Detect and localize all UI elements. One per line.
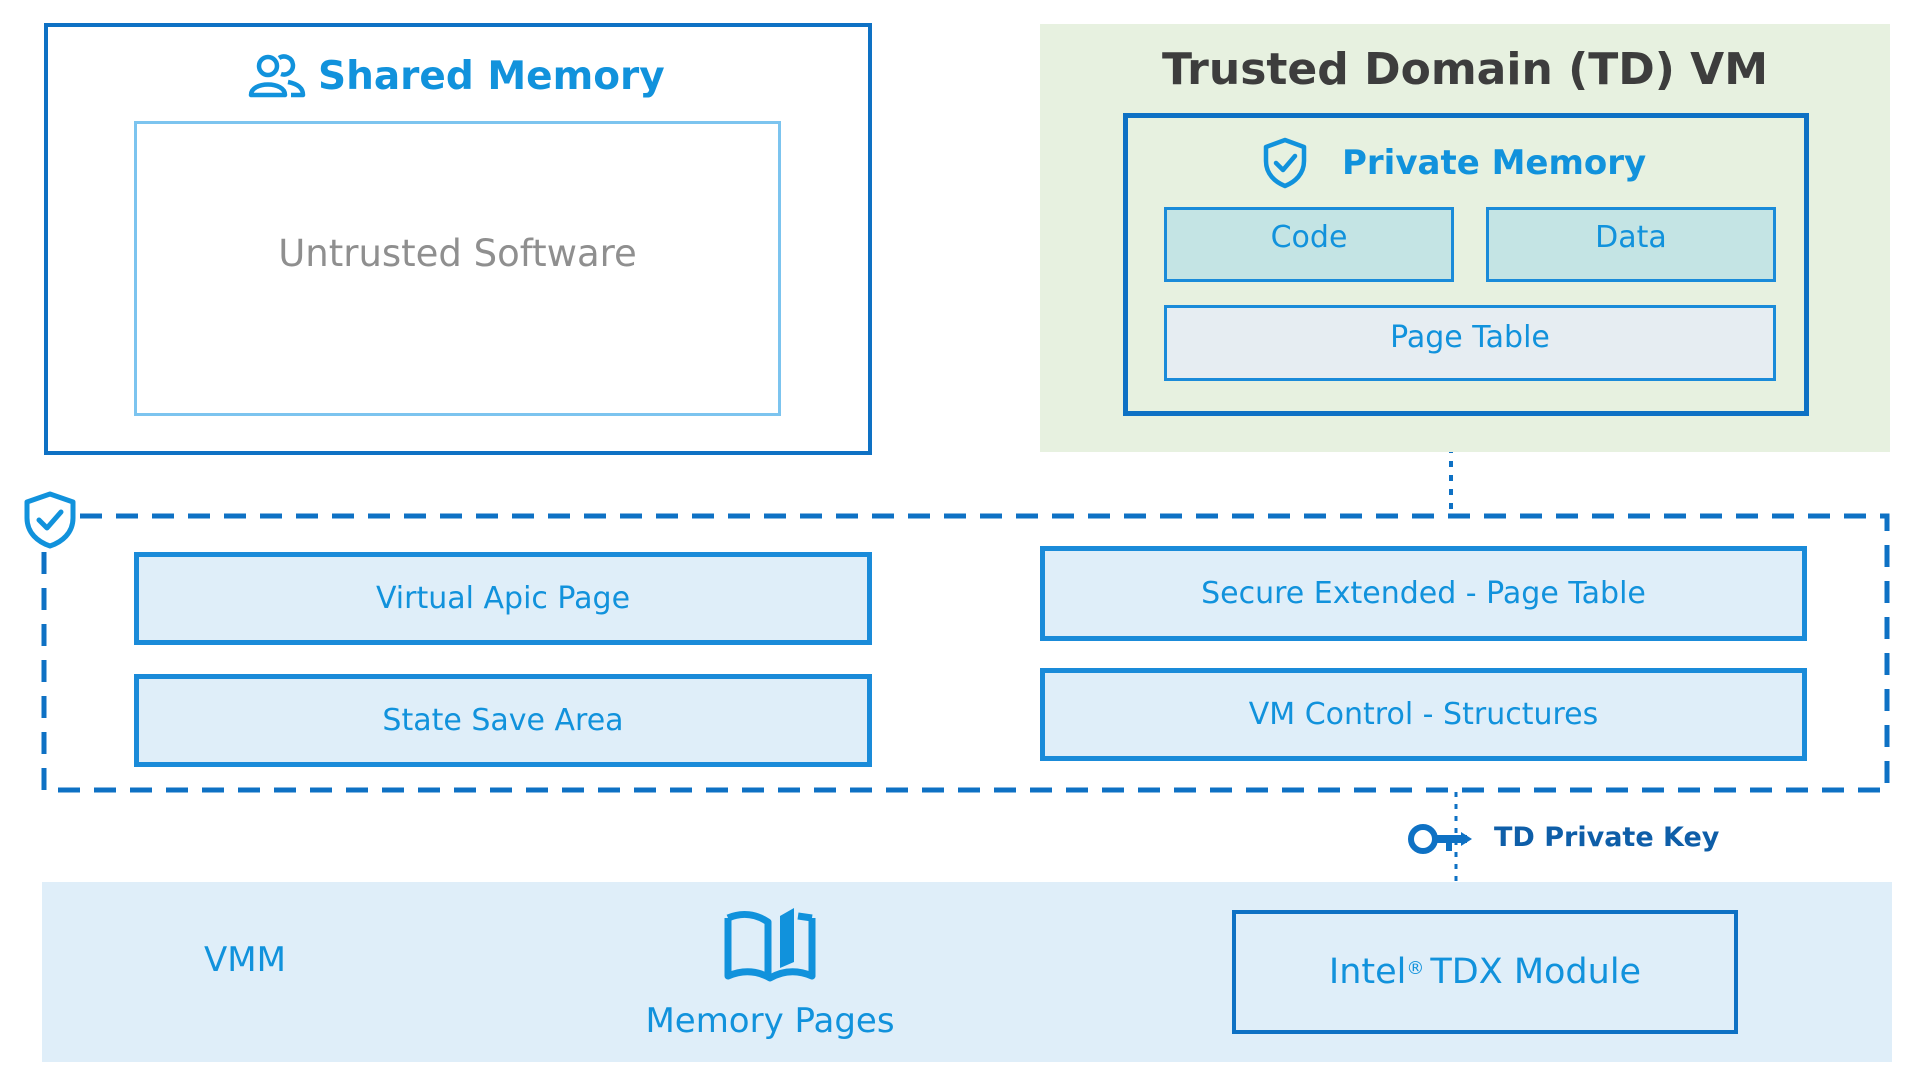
users-icon xyxy=(248,53,306,99)
tdx-module-suffix: TDX Module xyxy=(1430,952,1642,992)
registered-mark: ® xyxy=(1406,957,1425,979)
private-memory-title-text: Private Memory xyxy=(1342,143,1647,183)
td-private-key-label: TD Private Key xyxy=(1494,822,1720,853)
page-table-cell: Page Table xyxy=(1164,305,1776,381)
memory-pages-label: Memory Pages xyxy=(645,1001,895,1041)
state-save-area-label: State Save Area xyxy=(382,703,624,738)
virtual-apic-page-box: Virtual Apic Page xyxy=(134,552,872,645)
shared-memory-title: Shared Memory xyxy=(248,50,665,102)
state-save-area-box: State Save Area xyxy=(134,674,872,767)
shield-check-icon xyxy=(22,490,78,550)
secure-region-border xyxy=(41,513,1890,793)
vm-control-structures-label: VM Control - Structures xyxy=(1248,697,1599,732)
shared-memory-title-text: Shared Memory xyxy=(318,53,665,99)
data-cell-label: Data xyxy=(1595,220,1667,255)
secure-ept-box: Secure Extended - Page Table xyxy=(1040,546,1807,641)
vmm-label: VMM xyxy=(204,940,286,980)
private-memory-title: Private Memory xyxy=(1262,137,1646,189)
page-table-cell-label: Page Table xyxy=(1390,320,1550,355)
open-book-icon xyxy=(722,906,818,988)
virtual-apic-page-label: Virtual Apic Page xyxy=(375,581,631,616)
secure-ept-label: Secure Extended - Page Table xyxy=(1201,576,1646,611)
code-cell: Code xyxy=(1164,207,1454,282)
tdx-module-box: Intel®TDX Module xyxy=(1232,910,1738,1034)
tdx-module-name: Intel xyxy=(1328,952,1407,992)
untrusted-software-label: Untrusted Software xyxy=(278,232,637,275)
key-icon xyxy=(1406,820,1476,858)
untrusted-software-box: Untrusted Software xyxy=(134,121,781,416)
shield-check-icon xyxy=(1262,137,1308,189)
data-cell: Data xyxy=(1486,207,1776,282)
code-cell-label: Code xyxy=(1270,220,1348,255)
vm-control-structures-box: VM Control - Structures xyxy=(1040,668,1807,761)
trusted-domain-title: Trusted Domain (TD) VM xyxy=(1161,44,1768,95)
